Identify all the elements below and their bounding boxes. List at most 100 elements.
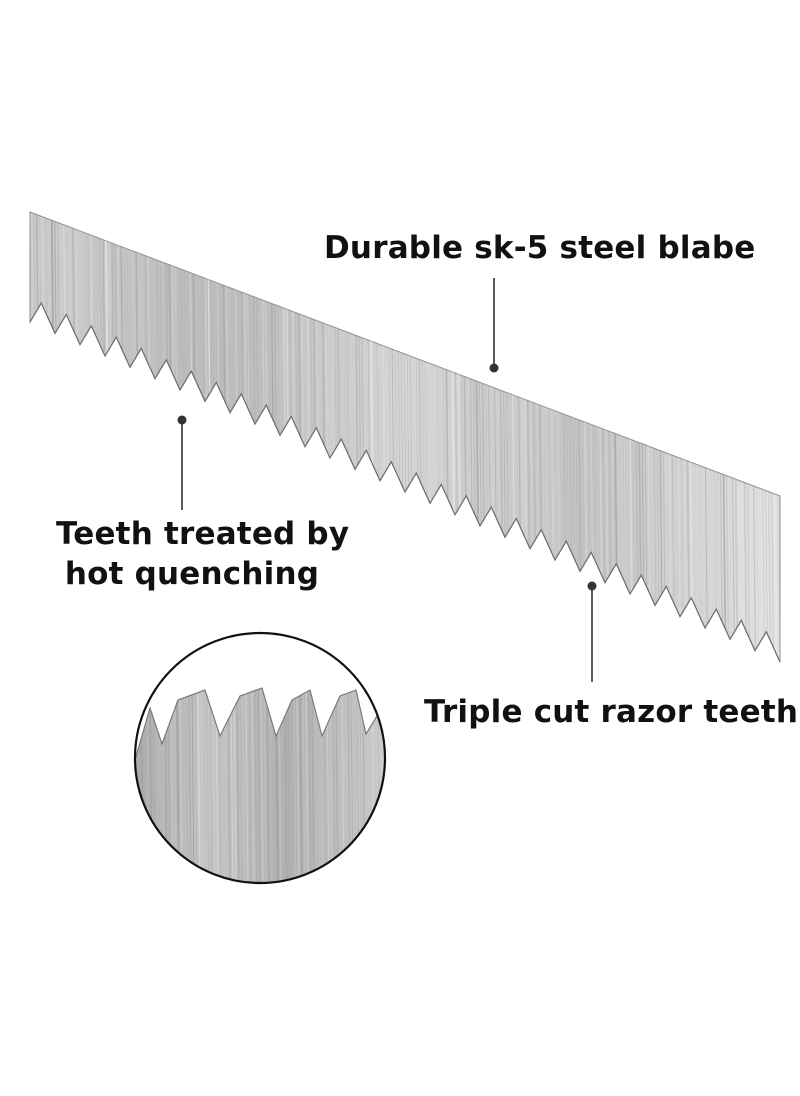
blade-streak — [101, 212, 109, 662]
blade-streak — [89, 212, 97, 662]
zoom-streak — [191, 689, 195, 883]
blade-streak — [191, 212, 199, 662]
leader-teeth — [177, 415, 187, 510]
zoom-streak — [185, 689, 189, 883]
blade-streak — [212, 212, 220, 662]
zoom-streak — [188, 689, 192, 883]
zoom-streak — [194, 689, 198, 883]
zoom-streak — [257, 689, 261, 883]
callout-teeth-line2: hot quenching — [64, 556, 320, 592]
zoom-streak — [263, 689, 267, 883]
zoom-streak — [135, 689, 138, 883]
blade-streak — [179, 212, 187, 662]
blade-streak — [86, 212, 94, 662]
blade-streak — [779, 212, 780, 662]
blade-streak — [248, 212, 256, 662]
blade-streak — [215, 212, 223, 662]
blade-streak — [227, 212, 235, 662]
zoom-streak — [203, 689, 207, 883]
blade-streak — [170, 212, 178, 662]
blade-streak — [287, 212, 295, 662]
blade-streak — [143, 212, 151, 662]
blade-streak — [185, 212, 193, 662]
blade-streak — [266, 212, 274, 662]
blade-streak — [161, 212, 169, 662]
blade-streak — [140, 212, 148, 662]
blade-streak — [206, 212, 214, 662]
blade-streak — [197, 212, 205, 662]
zoom-streak — [305, 689, 309, 883]
zoom-streak — [329, 689, 333, 883]
blade-streak — [254, 212, 262, 662]
zoom-streak — [266, 689, 270, 883]
zoom-streak — [302, 689, 306, 883]
blade-streak — [242, 212, 250, 662]
zoom-streak — [200, 689, 204, 883]
blade-streak — [146, 212, 154, 662]
blade-streak — [260, 212, 268, 662]
zoom-streak — [293, 689, 297, 883]
zoom-streak — [212, 689, 216, 883]
blade-streak — [239, 212, 247, 662]
zoom-streak — [299, 689, 303, 883]
zoom-streak — [230, 689, 234, 883]
blade-streak — [783, 150, 789, 700]
blade-streak — [128, 212, 136, 662]
blade-streak — [131, 212, 139, 662]
zoom-streak — [209, 689, 213, 883]
blade-streak — [233, 212, 241, 662]
zoom-streak — [332, 689, 336, 883]
blade-streak — [221, 212, 229, 662]
leader-dot-blade — [489, 363, 499, 373]
blade-streak — [104, 212, 112, 662]
callout-blade-label: Durable sk-5 steel blabe — [324, 230, 756, 266]
zoom-streak — [308, 689, 312, 883]
blade-streak — [224, 212, 232, 662]
blade-streak — [107, 212, 115, 662]
zoom-streak — [251, 689, 255, 883]
zoom-streak — [242, 689, 246, 883]
blade-streak — [209, 212, 217, 662]
zoom-streak — [206, 689, 210, 883]
blade-streak — [167, 212, 175, 662]
blade-streak — [119, 212, 127, 662]
blade-streak — [188, 212, 196, 662]
blade-streak — [182, 212, 190, 662]
blade-streak — [155, 212, 163, 662]
zoom-streak — [248, 689, 252, 883]
leader-blade — [489, 278, 499, 373]
blade-streak — [236, 212, 244, 662]
blade-streak — [98, 212, 106, 662]
zoom-streak — [260, 689, 264, 883]
callout-razor-label: Triple cut razor teeth — [424, 694, 799, 730]
blade-streak — [164, 212, 172, 662]
blade-streak — [257, 212, 265, 662]
blade-streak — [230, 212, 238, 662]
leader-dot-razor — [587, 581, 597, 591]
zoom-streak — [387, 690, 389, 890]
zoom-streak — [269, 689, 273, 883]
blade-streak — [194, 212, 202, 662]
blade-streak — [134, 212, 142, 662]
zoom-streak — [233, 689, 237, 883]
blade-streak — [200, 212, 208, 662]
zoom-streak — [254, 689, 258, 883]
zoom-streak — [383, 689, 385, 883]
blade-streak — [263, 212, 271, 662]
zoom-streak — [390, 690, 392, 890]
zoom-streak — [314, 689, 318, 883]
blade-streak — [218, 212, 226, 662]
zoom-streak — [245, 689, 249, 883]
leader-razor — [587, 581, 597, 682]
zoom-circle — [133, 631, 392, 890]
blade-streak — [158, 212, 166, 662]
blade-streak — [149, 212, 157, 662]
callout-teeth-label: Teeth treated by hot quenching — [56, 514, 349, 594]
blade-streak — [125, 212, 133, 662]
zoom-streak — [281, 689, 285, 883]
zoom-streak — [296, 689, 300, 883]
zoom-streak — [290, 689, 294, 883]
zoom-streak — [311, 689, 315, 883]
blade-streak — [110, 212, 118, 662]
blade-streak — [113, 212, 121, 662]
